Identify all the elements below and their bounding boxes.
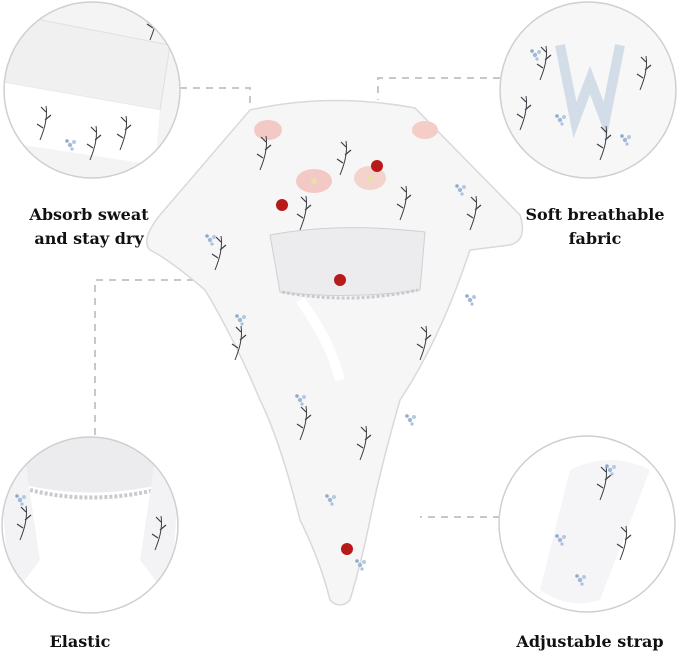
caption-fabric-line1: Soft breathable xyxy=(525,205,665,224)
caption-fabric: Soft breathable fabric xyxy=(520,203,670,251)
caption-absorb-line1: Absorb sweat xyxy=(29,205,149,224)
detail-circle-absorb xyxy=(4,2,180,178)
circle-border-br xyxy=(498,435,676,613)
connector-top-left xyxy=(180,87,251,108)
circle-border-tr xyxy=(499,1,677,179)
red-dot-marker xyxy=(334,274,346,286)
red-dot-marker xyxy=(371,160,383,172)
connector-top-right xyxy=(377,77,500,100)
caption-fabric-line2: fabric xyxy=(568,229,622,248)
scrub-cap-illustration xyxy=(145,99,524,606)
detail-circle-elastic xyxy=(2,437,178,613)
circle-border-bl xyxy=(1,436,179,614)
ear-strap-button xyxy=(341,543,353,555)
caption-elastic: Elastic xyxy=(49,632,111,651)
caption-absorb-line2: and stay dry xyxy=(34,229,144,248)
circle-border-tl xyxy=(3,1,181,179)
caption-strap: Adjustable strap xyxy=(516,632,664,651)
red-dot-marker xyxy=(276,199,288,211)
caption-absorb: Absorb sweat and stay dry xyxy=(14,203,164,251)
detail-circle-fabric xyxy=(500,2,676,178)
detail-circle-strap xyxy=(499,436,675,612)
